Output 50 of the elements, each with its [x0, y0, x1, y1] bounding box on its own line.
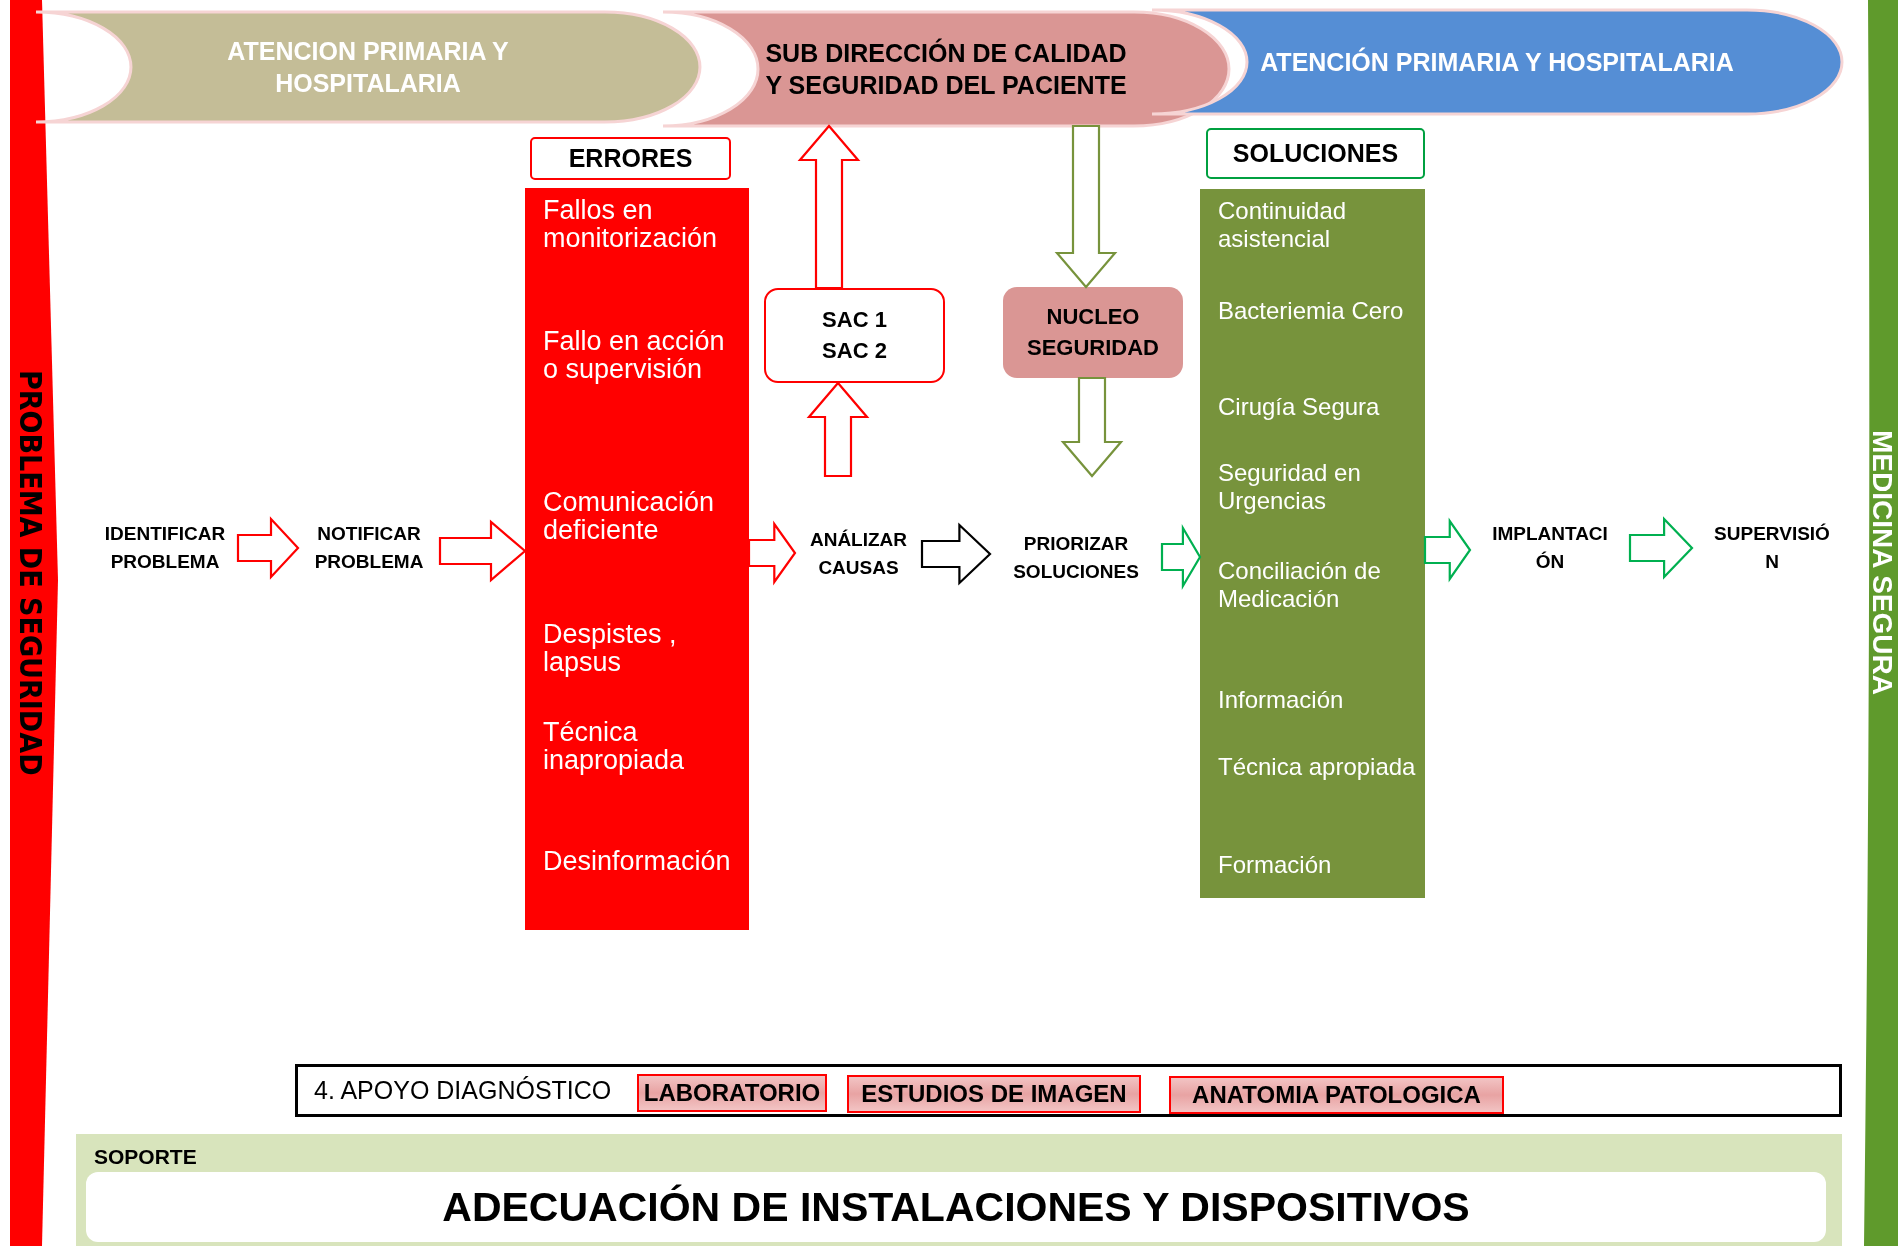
list-item: Cirugía Segura — [1218, 393, 1381, 421]
service-tag: LABORATORIO — [637, 1074, 827, 1112]
list-item: Desinformación — [543, 847, 732, 876]
step-label: ANÁLIZAR CAUSAS — [808, 528, 909, 580]
header-box: SOLUCIONES — [1206, 128, 1425, 179]
block-arrow — [1060, 376, 1124, 478]
title-box: ADECUACIÓN DE INSTALACIONES Y DISPOSITIVOS — [86, 1172, 1826, 1242]
block-arrow — [1160, 523, 1202, 591]
service-tag: ESTUDIOS DE IMAGEN — [847, 1075, 1141, 1113]
header-box: ERRORES — [530, 137, 731, 180]
block-arrow — [1054, 124, 1118, 289]
list-item: Conciliación de Medicación — [1218, 557, 1382, 613]
list-item: Despistes , lapsus — [543, 620, 678, 677]
list-item: Técnica inapropiada — [543, 718, 686, 775]
block-arrow — [920, 522, 992, 586]
banner-title: ATENCION PRIMARIA Y HOSPITALARIA — [226, 35, 510, 99]
step-label: IMPLANTACIÓN — [1491, 522, 1609, 574]
list-item: Fallo en acción o supervisión — [543, 327, 726, 384]
band-title: PROBLEMA DE SEGURIDAD — [12, 370, 49, 776]
block-arrow — [438, 519, 527, 583]
support-panel — [76, 1134, 1842, 1246]
group-box: SAC 1 SAC 2 — [764, 288, 945, 383]
step-label: SUPERVISIÓN — [1713, 522, 1831, 574]
step-label: IDENTIFICAR PROBLEMA — [103, 521, 227, 574]
block-arrow — [797, 124, 861, 290]
banner-title: SUB DIRECCIÓN DE CALIDAD Y SEGURIDAD DEL PACIENTE — [764, 37, 1128, 101]
bar-title: 4. APOYO DIAGNÓSTICO — [314, 1076, 612, 1105]
banner-title: ATENCIÓN PRIMARIA Y HOSPITALARIA — [1260, 46, 1734, 78]
list-item: Fallos en monitorización — [543, 196, 719, 253]
band-title: MEDICINA SEGURA — [1866, 430, 1898, 695]
list-item: Bacteriemia Cero — [1218, 297, 1405, 325]
list-item: Continuidad asistencial — [1218, 197, 1348, 253]
step-label: PRIORIZAR SOLUCIONES — [1012, 532, 1140, 584]
step-label: NOTIFICAR PROBLEMA — [313, 521, 425, 574]
list-panel — [525, 188, 749, 930]
block-arrow — [747, 520, 797, 586]
list-panel — [1200, 189, 1425, 898]
list-item: Formación — [1218, 851, 1333, 879]
block-arrow — [1423, 517, 1472, 583]
list-item: Comunicación deficiente — [543, 488, 716, 545]
panel-title: SOPORTE — [94, 1145, 197, 1169]
block-arrow — [236, 516, 300, 580]
block-arrow — [806, 381, 870, 478]
core-box: NUCLEO SEGURIDAD — [1003, 287, 1183, 378]
support-bar — [295, 1064, 1842, 1117]
list-item: Técnica apropiada — [1218, 753, 1417, 781]
block-arrow — [1628, 516, 1694, 580]
list-item: Información — [1218, 686, 1345, 714]
service-tag: ANATOMIA PATOLOGICA — [1169, 1076, 1504, 1114]
list-item: Seguridad en Urgencias — [1218, 459, 1362, 515]
